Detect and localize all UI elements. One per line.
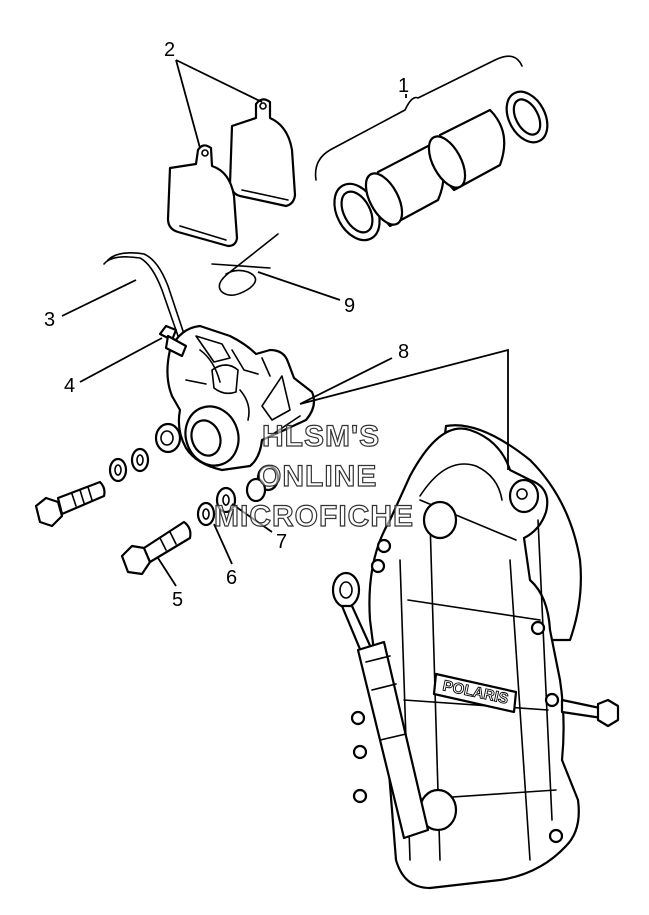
callout-6: 6 [226,567,237,589]
callout-9: 9 [344,295,355,317]
leader-8 [299,348,509,470]
callout-2: 2 [164,39,175,61]
leader-6 [213,523,233,565]
callout-7: 7 [276,531,287,553]
watermark-line-1: HLSM'S [262,420,380,453]
brake-pads [166,98,297,248]
leader-5 [157,557,177,587]
watermark: HLSM'S ONLINE MICROFICHE [213,419,414,533]
leader-4 [79,337,163,383]
polaris-logo-plate [432,672,518,714]
brake-line [103,252,185,337]
chaincase-bolt [560,698,620,728]
caliper-body [154,324,316,503]
washers [108,447,237,527]
leader-7 [231,503,273,533]
pad-retaining-clip [211,233,279,296]
leader-9 [257,271,341,301]
callout-8: 8 [398,341,409,363]
chaincase-cover: POLARIS [350,424,582,890]
shock-strut [331,571,430,840]
caliper-bolts [34,480,192,576]
callout-4: 4 [64,375,75,397]
bleeder-valve [158,324,188,358]
piston-seal-kit [314,55,549,242]
leader-3 [61,279,137,317]
callout-5: 5 [172,589,183,611]
leader-2 [175,59,263,149]
callout-1: 1 [398,75,409,97]
bracket-1 [314,55,523,181]
watermark-line-2: ONLINE [258,460,377,493]
callout-3: 3 [44,309,55,331]
watermark-line-3: MICROFICHE [214,500,414,533]
